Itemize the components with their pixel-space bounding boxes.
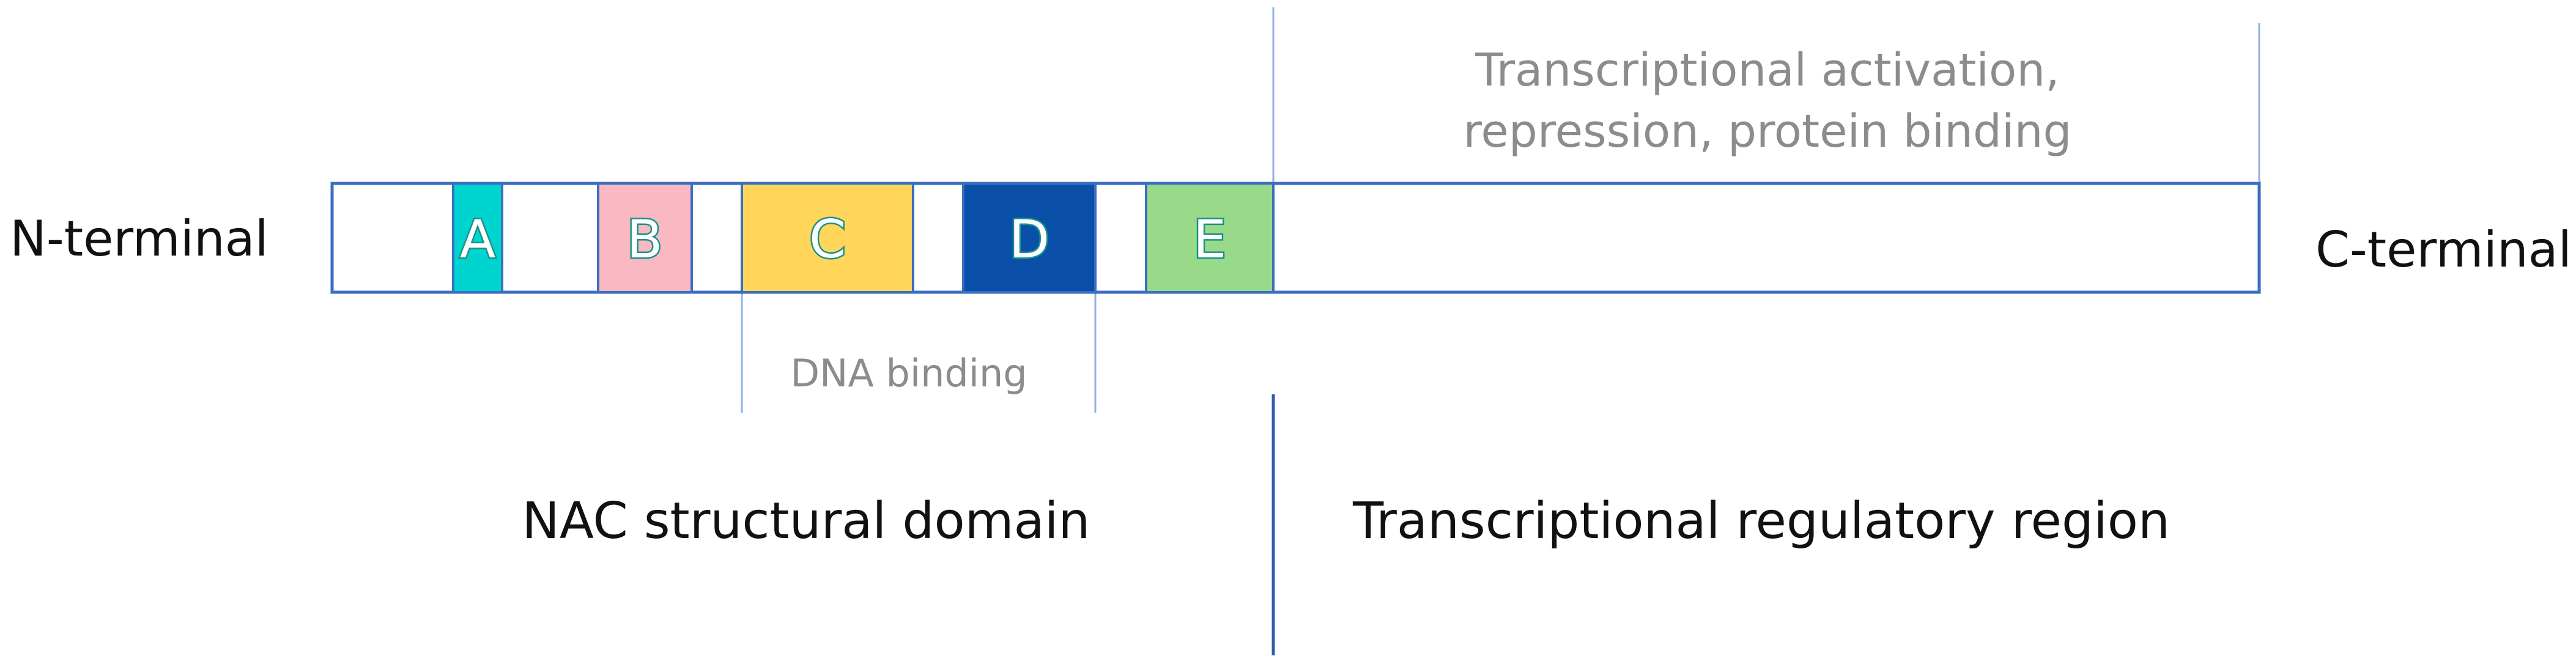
- segment-e-letter: E: [1193, 209, 1226, 270]
- segment-e: E: [1145, 182, 1275, 293]
- segment-c-letter: C: [809, 209, 846, 270]
- segment-e-box: [1145, 182, 1275, 293]
- segment-d-box: [962, 182, 1097, 293]
- dna-binding-label: DNA binding: [790, 351, 1027, 396]
- segment-a-letter: A: [460, 209, 496, 270]
- c-terminal-label: C-terminal: [2315, 221, 2572, 278]
- n-terminal-label: N-terminal: [10, 210, 268, 267]
- segment-c-box: [741, 182, 914, 293]
- segment-a-box: [452, 182, 503, 293]
- segment-a: A: [452, 182, 503, 293]
- regulatory-region-label: Transcriptional regulatory region: [1352, 492, 2170, 550]
- segment-b: B: [597, 182, 693, 293]
- activation-label-line2: repression, protein binding: [1464, 105, 2072, 158]
- segment-b-box: [597, 182, 693, 293]
- segment-d-letter: D: [1009, 209, 1049, 270]
- nac-domain-label: NAC structural domain: [522, 492, 1090, 550]
- segment-d: D: [962, 182, 1097, 293]
- segment-c: C: [741, 182, 914, 293]
- segment-b-letter: B: [627, 209, 663, 270]
- activation-label-line1: Transcriptional activation,: [1475, 44, 2059, 97]
